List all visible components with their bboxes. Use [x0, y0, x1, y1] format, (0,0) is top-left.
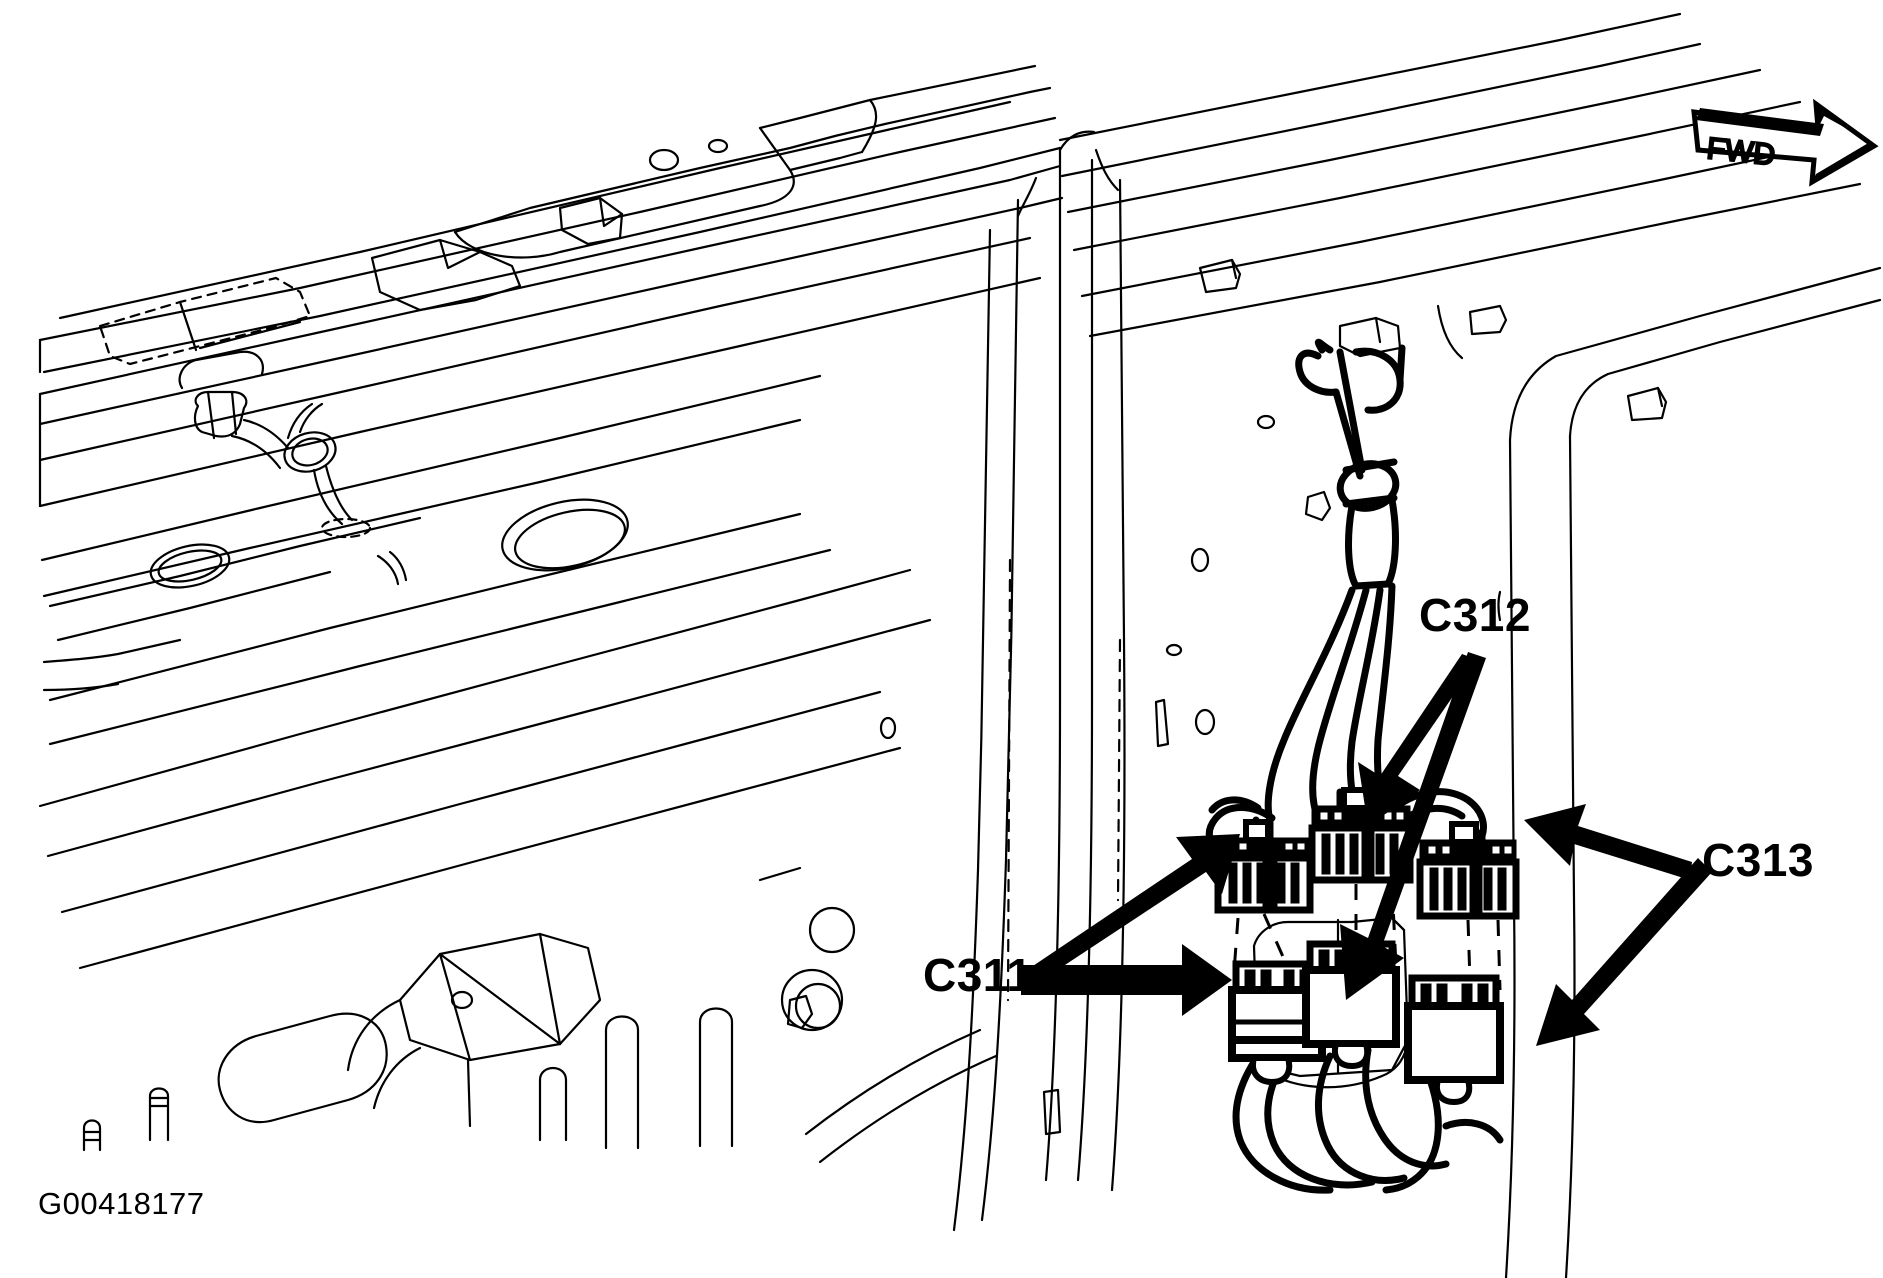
headliner-panel	[38, 64, 1062, 374]
figure-id-label: G00418177	[38, 1186, 205, 1221]
a-pillar-trim	[952, 130, 1126, 1232]
lower-connector-row	[1228, 940, 1504, 1106]
lower-body-panel	[38, 568, 998, 1164]
callout-label-c312: C312	[1419, 589, 1531, 641]
upper-left-connector	[1214, 819, 1314, 914]
body-shelf-contours	[40, 374, 832, 746]
roof-rail-band	[38, 164, 1064, 508]
harness-wrapped-section	[1345, 496, 1399, 590]
roof-right-band	[1058, 12, 1862, 422]
hidden-edges	[1006, 558, 1122, 1002]
pillar-holes	[879, 414, 1332, 1136]
callout-label-c311: C311	[923, 949, 1033, 1001]
harness-grommet-center	[283, 402, 408, 586]
harness-trunk	[1295, 338, 1406, 480]
callout-arrow-c313	[1524, 804, 1712, 1046]
headliner-details	[48, 498, 629, 642]
door-opening-frame	[1436, 266, 1882, 1278]
vehicle-body-linework	[38, 12, 1882, 1278]
harness-clip-left	[178, 350, 290, 470]
fwd-label: FWD	[1705, 132, 1776, 172]
callout-arrow-c312	[1340, 652, 1486, 1000]
harness-tape-wrap	[1336, 458, 1400, 512]
lower-right-connector	[1404, 974, 1504, 1106]
upper-right-connector	[1416, 821, 1520, 920]
callout-arrow-c311	[1021, 834, 1240, 1016]
harness-exit-bundle	[1232, 1046, 1504, 1194]
callout-label-c313: C313	[1702, 834, 1814, 886]
upper-connector-row	[1214, 787, 1520, 920]
headliner-cutouts	[98, 138, 729, 366]
upper-middle-connector	[1308, 787, 1414, 884]
fwd-direction-marker: FWD	[1691, 98, 1879, 187]
